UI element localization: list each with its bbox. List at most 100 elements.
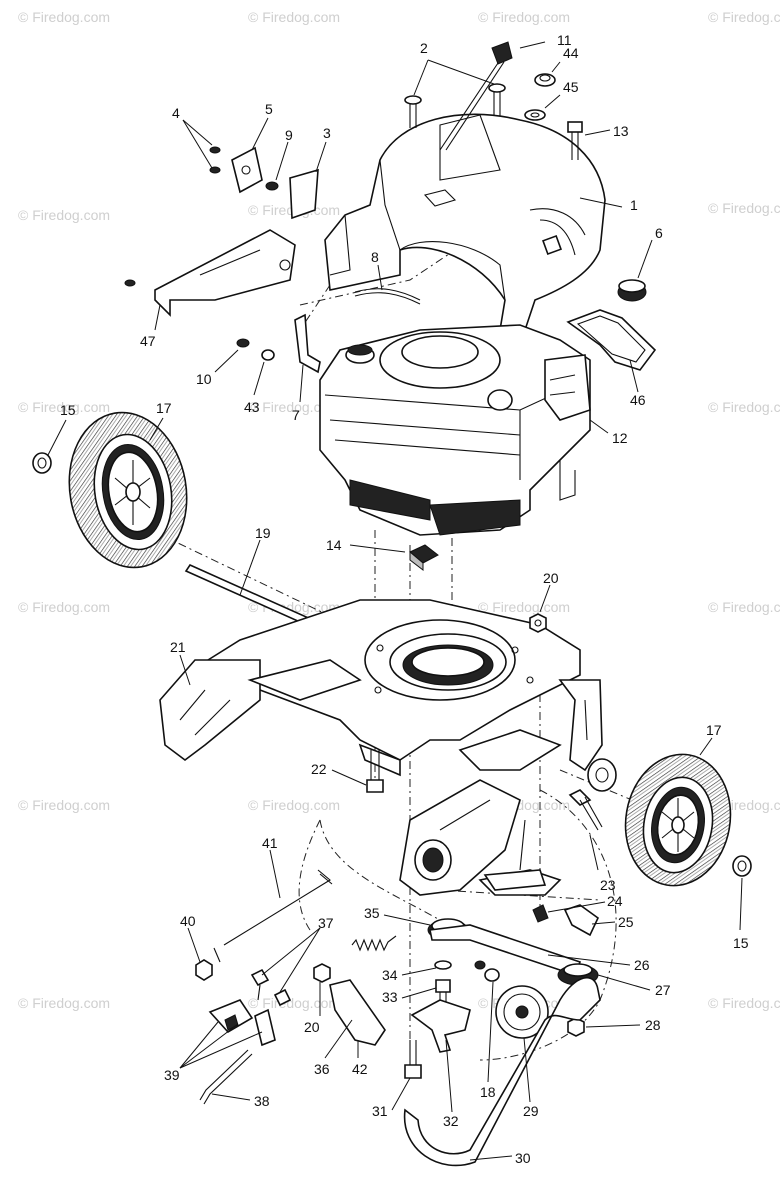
hub-cap-right-15 xyxy=(732,855,752,877)
callout-5: 5 xyxy=(265,101,273,117)
nut-28 xyxy=(567,1017,585,1037)
callout-43: 43 xyxy=(244,399,260,415)
bolt-34 xyxy=(434,960,452,970)
callout-7: 7 xyxy=(292,407,300,423)
callout-31: 31 xyxy=(372,1103,388,1119)
callout-17: 17 xyxy=(706,722,722,738)
callout-1: 1 xyxy=(630,197,638,213)
nut-20-top xyxy=(529,613,547,633)
grommet-44 xyxy=(534,73,556,87)
bolt-40 xyxy=(195,947,221,981)
callout-33: 33 xyxy=(382,989,398,1005)
callout-40: 40 xyxy=(180,913,196,929)
callout-11: 11 xyxy=(557,32,572,48)
callout-21: 21 xyxy=(170,639,186,655)
dipstick xyxy=(439,41,513,151)
callout-42: 42 xyxy=(352,1061,368,1077)
bracket-47 xyxy=(124,229,296,317)
watermark: © Firedog.com xyxy=(18,207,110,223)
callout-3: 3 xyxy=(323,125,331,141)
callout-28: 28 xyxy=(645,1017,661,1033)
wire-8 xyxy=(354,288,421,305)
watermark: © Firedog.com xyxy=(708,599,780,615)
engine xyxy=(319,324,591,536)
watermark: © Firedog.com xyxy=(18,797,110,813)
callout-9: 9 xyxy=(285,127,293,143)
callout-35: 35 xyxy=(364,905,380,921)
callout-17: 17 xyxy=(156,400,172,416)
watermark: © Firedog.com xyxy=(708,399,780,415)
bolt-22 xyxy=(366,750,384,793)
spacer-14 xyxy=(409,544,439,572)
drive-belt-26 xyxy=(429,924,582,977)
callout-20: 20 xyxy=(543,570,559,586)
watermark: © Firedog.com xyxy=(18,399,110,415)
drive-pulley-29 xyxy=(495,985,549,1039)
watermark: © Firedog.com xyxy=(248,399,340,415)
bracket-parts xyxy=(209,146,319,220)
watermark: © Firedog.com xyxy=(708,9,780,25)
watermark: © Firedog.com xyxy=(18,599,110,615)
callout-15: 15 xyxy=(733,935,749,951)
callout-15: 15 xyxy=(60,402,76,418)
bolt-31 xyxy=(404,1040,422,1079)
callout-labels: 2 11 44 45 13 4 5 9 3 1 6 8 47 10 43 7 4… xyxy=(60,32,749,1166)
washer-18 xyxy=(474,960,500,982)
callout-44: 44 xyxy=(563,45,579,61)
idler-bracket-24 xyxy=(483,869,549,923)
watermark: © Firedog.com xyxy=(18,995,110,1011)
rod-38 xyxy=(199,1049,253,1105)
callout-29: 29 xyxy=(523,1103,539,1119)
watermark: © Firedog.com xyxy=(478,599,570,615)
callout-23: 23 xyxy=(600,877,616,893)
watermark: © Firedog.com xyxy=(248,995,340,1011)
callout-36: 36 xyxy=(314,1061,330,1077)
screw-10 xyxy=(236,338,250,348)
bracket-32 xyxy=(410,999,471,1053)
bolt-23 xyxy=(568,789,603,831)
callout-26: 26 xyxy=(634,957,650,973)
wheel-right-17 xyxy=(624,753,732,887)
wheel-left-17 xyxy=(68,411,188,569)
callout-25: 25 xyxy=(618,914,634,930)
callout-13: 13 xyxy=(613,123,629,139)
watermark: © Firedog.com xyxy=(248,9,340,25)
callout-6: 6 xyxy=(655,225,663,241)
callout-24: 24 xyxy=(607,893,623,909)
callout-32: 32 xyxy=(443,1113,459,1129)
spacer-right-wheel xyxy=(587,758,617,792)
callout-38: 38 xyxy=(254,1093,270,1109)
callout-8: 8 xyxy=(371,249,379,265)
callout-30: 30 xyxy=(515,1150,531,1166)
blower-housing xyxy=(324,113,606,331)
watermark: © Firedog.com xyxy=(248,797,340,813)
callout-37: 37 xyxy=(318,915,334,931)
leader-lines xyxy=(47,41,743,1161)
gasket-46 xyxy=(566,309,657,371)
chassis-frame xyxy=(159,599,603,777)
callout-18: 18 xyxy=(480,1084,496,1100)
watermark: © Firedog.com xyxy=(478,9,570,25)
callout-41: 41 xyxy=(262,835,278,851)
callout-10: 10 xyxy=(196,371,212,387)
callout-20: 20 xyxy=(304,1019,320,1035)
callout-46: 46 xyxy=(630,392,646,408)
linkage-39 xyxy=(208,999,276,1047)
callout-2: 2 xyxy=(420,40,428,56)
control-rod-41 xyxy=(223,869,333,946)
callout-4: 4 xyxy=(172,105,180,121)
callout-22: 22 xyxy=(311,761,327,777)
callout-27: 27 xyxy=(655,982,671,998)
v-belt-30 xyxy=(403,976,601,1167)
bracket-25 xyxy=(563,904,600,937)
watermark: © Firedog.com xyxy=(708,200,780,216)
callout-34: 34 xyxy=(382,967,398,983)
spring-36 xyxy=(351,935,397,952)
washer-45 xyxy=(524,109,546,121)
screw-2 xyxy=(404,83,506,128)
watermark: © Firedog.com xyxy=(708,995,780,1011)
callout-14: 14 xyxy=(326,537,342,553)
callout-47: 47 xyxy=(140,333,156,349)
